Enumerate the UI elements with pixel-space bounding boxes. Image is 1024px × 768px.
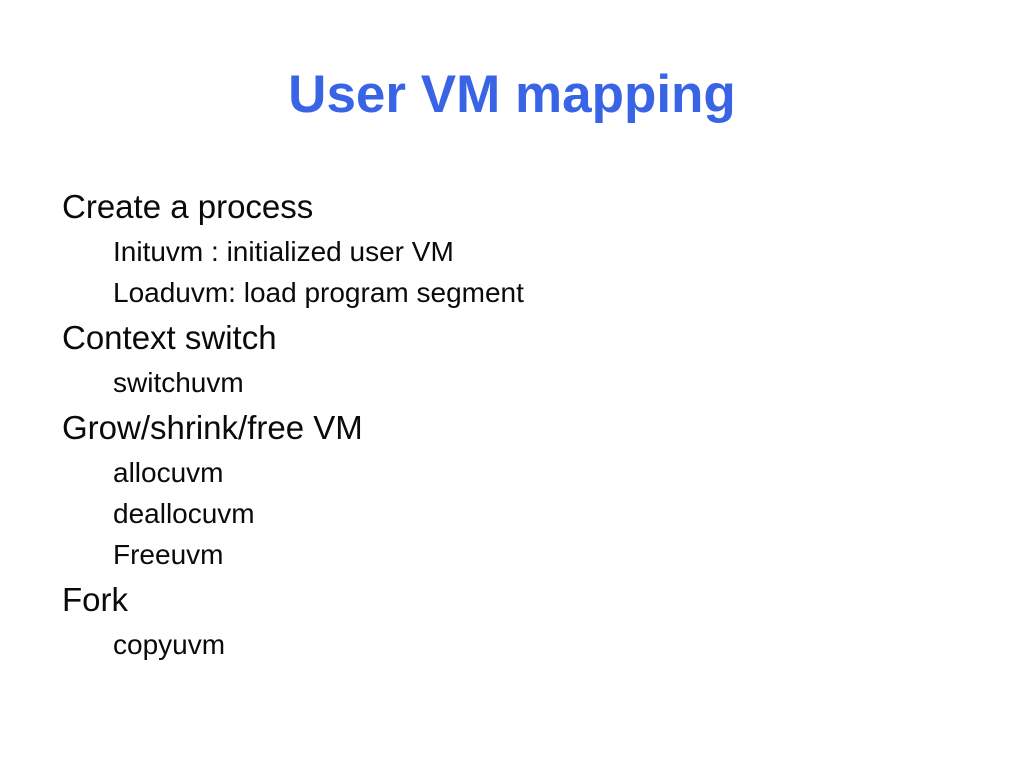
bullet-level2: switchuvm <box>113 367 244 398</box>
slide-title: User VM mapping <box>288 65 736 124</box>
bullet-level1: Fork <box>62 581 128 618</box>
bullet-level2: Freeuvm <box>113 539 224 570</box>
bullet-level2: allocuvm <box>113 457 224 488</box>
bullet-level2: Inituvm : initialized user VM <box>113 236 454 267</box>
bullet-level2: Loaduvm: load program segment <box>113 277 524 308</box>
bullet-level1: Grow/shrink/free VM <box>62 409 363 446</box>
slide-body: Create a process Inituvm : initialized u… <box>62 182 962 665</box>
bullet-level1: Context switch <box>62 319 277 356</box>
bullet-level2: copyuvm <box>113 629 226 660</box>
bullet-level1: Create a process <box>62 188 314 225</box>
bullet-level2: deallocuvm <box>113 498 255 529</box>
